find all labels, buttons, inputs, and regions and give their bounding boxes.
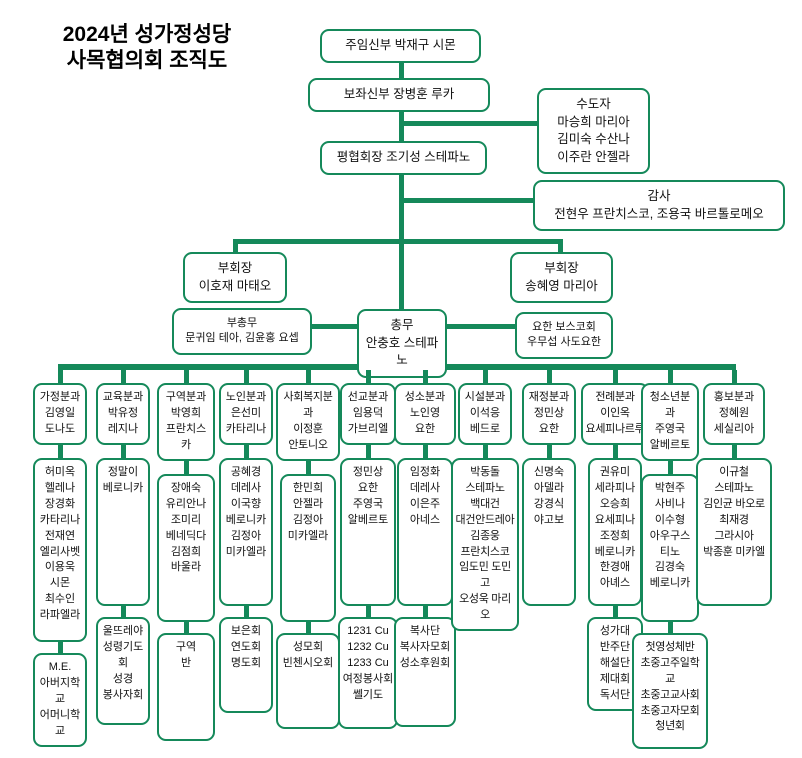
- members-box: 허미옥 헬레나 장경화 카타리나 전재연 엘리사벳 이용욱 시몬 최수인 라파엘…: [33, 457, 87, 642]
- connector-line: [422, 605, 428, 617]
- connector-line: [546, 370, 552, 383]
- dept-header-box: 노인분과 은선미 카타리나: [219, 383, 273, 445]
- connector-line: [667, 370, 673, 383]
- connector-line: [183, 370, 189, 383]
- connector-line: [482, 444, 488, 458]
- connector-line: [305, 460, 311, 474]
- connector-line: [57, 641, 63, 653]
- members-box: 박동돌 스테파노 백대건 대건안드레아 김종웅 프란치스코 임도민 도민고 오성…: [451, 457, 519, 632]
- connector-line: [233, 243, 238, 253]
- dept-column-vocations: 성소분과 노인영 요한 임정화 데레사 이은주 아네스 복사단 복사자모회 성소…: [394, 370, 456, 727]
- dept-column-mission: 선교분과 임용덕 가브리엘 정민상 요한 주영국 알베르토 1231 Cu 12…: [338, 370, 398, 729]
- assistant-priest-box: 보좌신부 장병훈 루카: [308, 78, 490, 112]
- connector-line: [243, 370, 249, 383]
- members-box: 신명숙 아델라 강경식 야고보: [522, 457, 576, 606]
- connector-line: [546, 444, 552, 458]
- connector-line: [558, 243, 563, 253]
- auditors-box: 감사 전현우 프란치스코, 조용국 바르톨로메오: [533, 180, 785, 231]
- connector-line: [57, 444, 63, 458]
- members-box: 정말이 베로니카: [96, 457, 150, 606]
- dept-header-box: 구역분과 박영희 프란치스카: [157, 383, 215, 461]
- connector-line: [482, 370, 488, 383]
- bosco-society-box: 요한 보스코회 우무섭 사도요한: [515, 312, 613, 359]
- groups-box: 보은회 연도회 명도회: [219, 616, 273, 713]
- dept-column-education: 교육분과 박유정 레지나 정말이 베로니카 울뜨레야 성령기도회 성경 봉사자회: [96, 370, 150, 725]
- connector-line: [399, 60, 404, 79]
- connector-line: [612, 605, 618, 617]
- connector-line: [731, 370, 737, 383]
- connector-line: [305, 621, 311, 633]
- connector-line: [311, 324, 358, 329]
- vice-president-right-box: 부회장 송혜영 마리아: [510, 252, 613, 303]
- connector-line: [401, 121, 537, 126]
- connector-line: [183, 621, 189, 633]
- dept-header-box: 교육분과 박유정 레지나: [96, 383, 150, 445]
- dept-header-box: 선교분과 임용덕 가브리엘: [340, 383, 396, 445]
- groups-box: 첫영성체반 초중고주일학교 초중고교사회 초중고자모회 청년회: [632, 632, 708, 749]
- vice-president-left-box: 부회장 이호재 마태오: [183, 252, 287, 303]
- groups-box: 성모회 빈첸시오회: [276, 632, 340, 729]
- groups-box: 울뜨레야 성령기도회 성경 봉사자회: [96, 616, 150, 725]
- groups-box: 구역 반: [157, 632, 215, 741]
- connector-line: [365, 605, 371, 617]
- connector-line: [399, 109, 404, 143]
- dept-column-liturgy: 전례분과 이인옥 요세피나르루 권유미 세라피나 오승희 요세피나 조정희 베로…: [581, 370, 649, 711]
- secretary-box: 총무 안충호 스테파노: [357, 309, 447, 378]
- dept-column-youth: 청소년분과 주영국 알베르토 박현주 사비나 이수형 아우구스 티노 김경숙 베…: [632, 370, 708, 749]
- members-box: 권유미 세라피나 오승희 요세피나 조정희 베로니카 한경애 아녜스: [588, 457, 642, 606]
- connector-line: [612, 444, 618, 458]
- dept-column-family: 가정분과 김영일 도나도 허미옥 헬레나 장경화 카타리나 전재연 엘리사벳 이…: [33, 370, 87, 747]
- groups-box: M.E. 아버지학교 어머니학교: [33, 652, 87, 747]
- connector-line: [365, 444, 371, 458]
- dept-column-finance: 재정분과 정민상 요한 신명숙 아델라 강경식 야고보: [522, 370, 576, 606]
- vice-president-bus-line: [233, 239, 563, 244]
- members-box: 정민상 요한 주영국 알베르토: [340, 457, 396, 606]
- connector-line: [731, 444, 737, 458]
- dept-header-box: 재정분과 정민상 요한: [522, 383, 576, 445]
- groups-box: 1231 Cu 1232 Cu 1233 Cu 여정봉사회 쎌기도: [338, 616, 398, 729]
- dept-header-box: 전례분과 이인옥 요세피나르루: [581, 383, 649, 445]
- page-title: 2024년 성가정성당 사목협의회 조직도: [62, 23, 232, 73]
- connector-line: [183, 460, 189, 474]
- connector-line: [120, 605, 126, 617]
- connector-line: [422, 444, 428, 458]
- dept-header-box: 가정분과 김영일 도나도: [33, 383, 87, 445]
- connector-line: [305, 370, 311, 383]
- connector-line: [401, 198, 533, 203]
- dept-header-box: 홍보분과 정혜원 세실리아: [703, 383, 765, 445]
- dept-header-box: 시설분과 이석응 베드로: [458, 383, 512, 445]
- members-box: 공혜경 데레사 이국향 베로니카 김정아 미카엘라: [219, 457, 273, 606]
- dept-column-social-welfare: 사회복지분과 이정훈 안토니오 한민희 안젤라 김정아 미카엘라 성모회 빈첸시…: [276, 370, 340, 729]
- connector-line: [120, 444, 126, 458]
- members-box: 임정화 데레사 이은주 아네스: [397, 457, 453, 606]
- members-box: 박현주 사비나 이수형 아우구스 티노 김경숙 베로니카: [641, 473, 699, 622]
- connector-line: [612, 370, 618, 383]
- connector-line: [365, 370, 371, 383]
- dept-header-box: 성소분과 노인영 요한: [394, 383, 456, 445]
- members-box: 이규철 스테파노 김인균 바오로 최재경 그라시아 박종훈 미카엘: [696, 457, 772, 606]
- dept-header-box: 사회복지분과 이정훈 안토니오: [276, 383, 340, 461]
- connector-line: [57, 370, 63, 383]
- religious-box: 수도자 마승희 마리아 김미숙 수산나 이주란 안젤라: [537, 88, 650, 174]
- connector-line: [446, 324, 516, 329]
- council-president-box: 평협회장 조기성 스테파노: [320, 141, 487, 175]
- dept-column-seniors: 노인분과 은선미 카타리나 공혜경 데레사 이국향 베로니카 김정아 미카엘라 …: [219, 370, 273, 713]
- dept-header-box: 청소년분과 주영국 알베르토: [641, 383, 699, 461]
- dept-column-publicity: 홍보분과 정혜원 세실리아 이규철 스테파노 김인균 바오로 최재경 그라시아 …: [696, 370, 772, 606]
- groups-box: 복사단 복사자모회 성소후원회: [394, 616, 456, 727]
- members-box: 한민희 안젤라 김정아 미카엘라: [280, 473, 336, 622]
- connector-line: [243, 444, 249, 458]
- dept-column-facilities: 시설분과 이석응 베드로 박동돌 스테파노 백대건 대건안드레아 김종웅 프란치…: [451, 370, 519, 632]
- members-box: 장애숙 유리안나 조미리 베네딕다 김점희 바울라: [157, 473, 215, 622]
- deputy-secretary-box: 부총무 문귀임 테아, 김윤홍 요셉: [172, 308, 312, 355]
- connector-line: [243, 605, 249, 617]
- connector-line: [667, 460, 673, 474]
- pastor-box: 주임신부 박재구 시몬: [320, 29, 481, 63]
- connector-line: [667, 621, 673, 633]
- connector-line: [120, 370, 126, 383]
- dept-column-district: 구역분과 박영희 프란치스카 장애숙 유리안나 조미리 베네딕다 김점희 바울라…: [157, 370, 215, 741]
- connector-line: [422, 370, 428, 383]
